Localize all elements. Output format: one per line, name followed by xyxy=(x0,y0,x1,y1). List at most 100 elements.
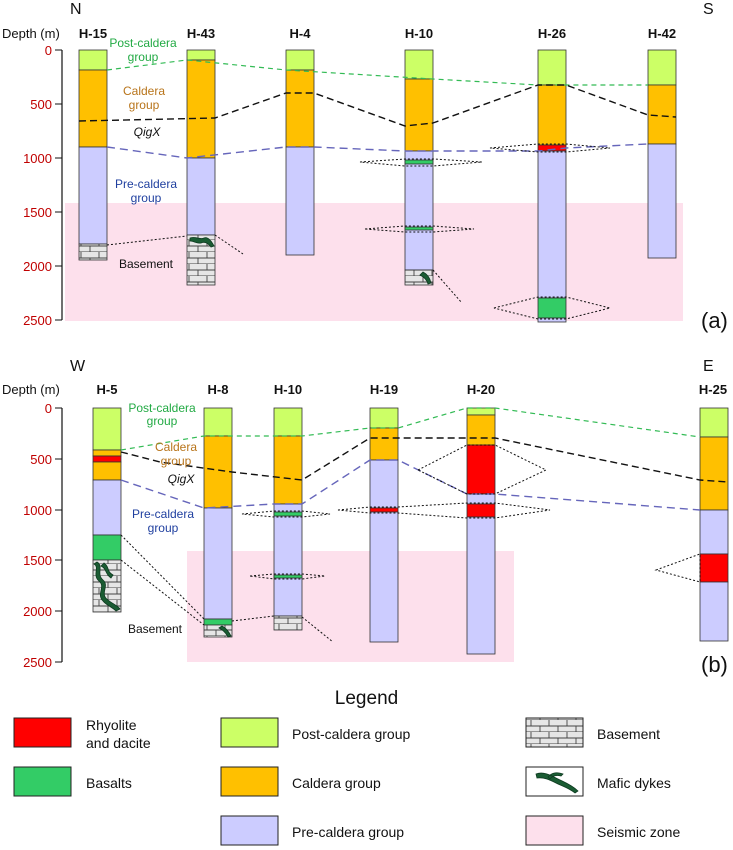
basement-trend-line xyxy=(432,269,463,304)
legend-label-seismic: Seismic zone xyxy=(597,824,681,840)
direction-right-b: E xyxy=(703,358,714,375)
basalt-lens-outline xyxy=(249,573,326,580)
group-label-line: Pre-caldera xyxy=(132,507,194,521)
group-label-line: Caldera xyxy=(155,440,197,454)
legend xyxy=(13,717,584,846)
basement-correlation-line-b xyxy=(231,615,275,622)
depth-axis-label-b: Depth (m) xyxy=(2,382,60,397)
well-column-h25 xyxy=(699,407,729,642)
well-label: H-26 xyxy=(538,26,566,41)
group-label-line: group xyxy=(148,521,179,535)
depth-tick-label: 0 xyxy=(45,401,52,416)
qigx-label-a: QigX xyxy=(134,125,162,139)
basalt-lens-outline xyxy=(364,225,475,233)
legend-label-line: and dacite xyxy=(86,735,151,751)
depth-tick-label: 500 xyxy=(30,97,52,112)
well-label: H-25 xyxy=(699,382,727,397)
depth-tick-label: 2500 xyxy=(23,313,52,328)
caldera-label-a: Caldera group xyxy=(123,84,165,112)
caldera-label-b: Caldera group xyxy=(155,440,197,468)
depth-tick-label: 1500 xyxy=(23,553,52,568)
legend-label-mafic-dykes: Mafic dykes xyxy=(597,775,671,791)
pre-caldera-label-b: Pre-caldera group xyxy=(132,507,194,535)
panel-label-a: (a) xyxy=(701,308,728,333)
depth-axis-label-a: Depth (m) xyxy=(2,26,60,41)
group-label-line: Pre-caldera xyxy=(115,177,177,191)
legend-title: Legend xyxy=(334,688,399,709)
group-label-line: Caldera xyxy=(123,84,165,98)
seismic-zone-b xyxy=(187,551,514,662)
panel-b: W E Depth (m) 0 500 1000 1500 2000 2500 … xyxy=(2,358,729,677)
depth-tick-label: 2000 xyxy=(23,604,52,619)
legend-label-line: Rhyolite xyxy=(86,717,137,733)
pre-caldera-correlation-line-a xyxy=(106,143,649,159)
qigx-correlation-line-b xyxy=(120,437,729,483)
depth-tick-label: 1000 xyxy=(23,503,52,518)
direction-left-a: N xyxy=(70,1,82,18)
legend-label-caldera: Caldera group xyxy=(292,775,381,791)
group-label-line: group xyxy=(147,414,178,428)
well-label: H-43 xyxy=(187,26,215,41)
depth-tick-label: 1500 xyxy=(23,205,52,220)
depth-axis-b: 0 500 1000 1500 2000 2500 xyxy=(23,401,63,670)
group-label-line: group xyxy=(161,454,192,468)
depth-tick-label: 2000 xyxy=(23,259,52,274)
well-label: H-10 xyxy=(405,26,433,41)
legend-swatch-basement xyxy=(525,717,584,748)
basalt-lens-outline xyxy=(241,510,331,518)
depth-tick-label: 0 xyxy=(45,43,52,58)
well-column-h15 xyxy=(78,49,108,261)
group-label-line: group xyxy=(131,191,162,205)
group-label-line: group xyxy=(128,50,159,64)
well-column-h20 xyxy=(466,407,496,655)
basement-label-a: Basement xyxy=(119,257,174,271)
well-label: H-19 xyxy=(370,382,398,397)
basalt-correlation-line xyxy=(120,559,205,626)
depth-tick-label: 1000 xyxy=(23,151,52,166)
basement-trend-line xyxy=(301,616,334,643)
well-column-h4 xyxy=(285,49,315,256)
group-label-line: Post-caldera xyxy=(128,401,196,415)
well-column-h42 xyxy=(647,49,677,259)
legend-swatch-post-caldera xyxy=(220,717,279,748)
legend-swatch-pre-caldera xyxy=(220,815,279,846)
seismic-zone-a xyxy=(65,203,683,321)
basement-label-b: Basement xyxy=(128,622,183,636)
group-label-line: group xyxy=(129,98,160,112)
direction-right-a: S xyxy=(703,1,714,18)
rhyolite-lens-outline xyxy=(489,143,611,153)
well-label: H-42 xyxy=(648,26,676,41)
well-label: H-15 xyxy=(79,26,107,41)
legend-swatch-caldera xyxy=(220,766,279,797)
mafic-dyke-glyph xyxy=(535,772,579,794)
rhyolite-lens-outline xyxy=(654,553,701,583)
well-column-h43 xyxy=(186,49,216,286)
direction-left-b: W xyxy=(70,358,86,375)
well-label: H-10 xyxy=(274,382,302,397)
qigx-correlation-line-a xyxy=(78,84,677,127)
legend-label-basalts: Basalts xyxy=(86,775,132,791)
basalt-lens-outline xyxy=(359,158,483,167)
well-column-h19 xyxy=(369,407,399,643)
well-label: H-5 xyxy=(97,382,118,397)
post-caldera-correlation-line-a xyxy=(106,59,648,86)
legend-label-rhyolite: Rhyolite and dacite xyxy=(86,716,151,752)
well-column-h10-a xyxy=(404,49,434,286)
qigx-label-b: QigX xyxy=(168,472,196,486)
legend-swatch-basalts xyxy=(13,766,72,797)
post-caldera-correlation-line-b xyxy=(120,407,701,451)
legend-label-pre-caldera: Pre-caldera group xyxy=(292,824,405,840)
well-label: H-4 xyxy=(290,26,312,41)
panel-a: N S Depth (m) 0 500 1000 1500 2000 2500 … xyxy=(2,1,728,333)
group-label-line: Post-caldera xyxy=(109,36,177,50)
legend-label-basement: Basement xyxy=(597,726,661,742)
well-column-h26 xyxy=(537,49,567,323)
pre-caldera-label-a: Pre-caldera group xyxy=(115,177,177,205)
legend-swatch-seismic xyxy=(525,815,584,846)
well-column-h8 xyxy=(203,407,233,638)
legend-swatch-rhyolite xyxy=(13,717,72,748)
rhyolite-lens-outline xyxy=(337,502,551,519)
well-column-h10-b xyxy=(273,407,303,631)
panel-label-b: (b) xyxy=(701,652,728,677)
